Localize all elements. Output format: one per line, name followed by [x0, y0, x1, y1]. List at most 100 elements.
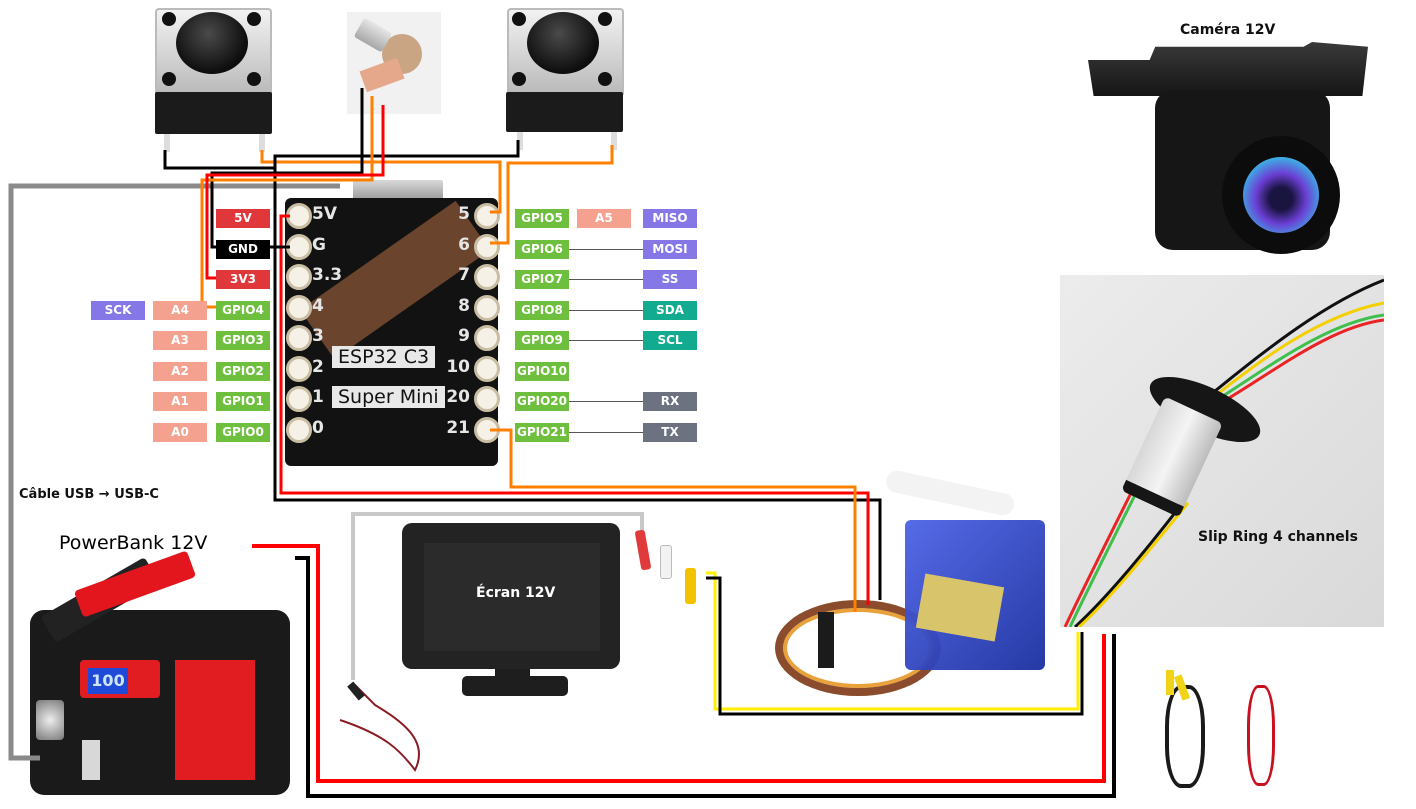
usb-c-port — [353, 180, 443, 200]
powerbank-lcd: 100 — [88, 668, 128, 694]
slip-ring — [1060, 275, 1384, 627]
pin-number: 1 — [312, 387, 324, 407]
pin-number: 9 — [458, 326, 470, 346]
pin-hole — [474, 203, 500, 229]
pin-label-right: GPIO6 — [515, 239, 569, 259]
power-plug-red — [634, 529, 652, 571]
pin-hole — [286, 386, 312, 412]
pin-lead-line — [569, 340, 644, 341]
camera-lens-icon — [1243, 157, 1319, 233]
button-pin-dot — [247, 72, 261, 86]
powerbank-red-panel — [175, 660, 255, 780]
pin-label-right: GPIO20 — [515, 392, 569, 411]
pin-hole — [286, 264, 312, 290]
button-leg — [164, 134, 170, 152]
button-pin-dot — [162, 12, 176, 26]
camera-label: Caméra 12V — [1180, 22, 1276, 38]
analog-label: A1 — [153, 392, 207, 411]
power-cable — [1245, 685, 1275, 786]
wire-button-right-signal — [490, 145, 614, 245]
slip-ring-wires — [1063, 278, 1384, 627]
potentiometer — [347, 12, 441, 114]
chip-label-line2: Super Mini — [332, 386, 445, 408]
pin-number: 10 — [446, 356, 470, 377]
function-label: MOSI — [643, 239, 697, 259]
pin-lead-line — [569, 248, 644, 250]
analog-label: A5 — [577, 209, 631, 228]
analog-label: A0 — [153, 422, 207, 442]
pin-label-left: GPIO2 — [216, 361, 270, 381]
pin-number: 8 — [458, 295, 470, 316]
pin-lead-line — [569, 401, 644, 402]
pin-number: 5 — [458, 204, 470, 224]
rca-plug-yellow — [1166, 670, 1174, 695]
pin-number: 7 — [458, 265, 470, 285]
servo-connector — [818, 612, 834, 668]
cable-coil — [1247, 685, 1275, 786]
rca-yellow-plug — [685, 568, 696, 604]
function-label: RX — [643, 392, 697, 411]
pin-number: 5V — [312, 204, 337, 224]
pin-hole — [474, 233, 500, 260]
cable-coil — [339, 681, 420, 772]
pin-hole — [474, 325, 500, 351]
usb-cable-label: Câble USB → USB-C — [19, 487, 159, 502]
analog-label: A3 — [153, 331, 207, 350]
button-pin-dot — [598, 72, 612, 86]
wire-button-left-gnd — [163, 150, 275, 170]
button-pin-dot — [162, 72, 176, 86]
pin-label-left: GPIO3 — [216, 331, 270, 350]
pin-label-left: GPIO4 — [216, 300, 270, 320]
pin-label-left: 5V — [216, 209, 270, 228]
analog-label: A4 — [153, 300, 207, 320]
pin-hole — [286, 325, 312, 351]
pin-number: 20 — [446, 387, 470, 407]
usb-port-icon — [82, 740, 100, 780]
function-label: TX — [643, 422, 697, 442]
button-leg — [611, 132, 617, 150]
pin-number: G — [312, 234, 326, 255]
button-pin-dot — [512, 72, 526, 86]
button-pin-dot — [512, 12, 526, 26]
pin-label-right: GPIO21 — [515, 422, 569, 442]
function-label: SS — [643, 270, 697, 289]
servo-horn — [884, 468, 1016, 518]
cable-coil — [1165, 685, 1205, 788]
rca-video-cable — [1160, 665, 1205, 788]
button-leg — [259, 134, 265, 152]
pin-label-right: GPIO7 — [515, 270, 569, 289]
pin-hole — [286, 233, 312, 260]
flashlight-icon — [36, 700, 64, 740]
pin-label-right: GPIO9 — [515, 331, 569, 350]
button-pin-dot — [598, 12, 612, 26]
function-label: SDA — [643, 300, 697, 320]
pin-number: 2 — [312, 356, 324, 377]
pin-hole — [474, 386, 500, 412]
pin-label-left: 3V3 — [216, 270, 270, 289]
red-clamp — [73, 550, 197, 618]
pin-label-left: GND — [216, 239, 270, 259]
pin-lead-line — [569, 431, 644, 433]
chip-label-line1: ESP32 C3 — [332, 346, 436, 368]
screen-label: Écran 12V — [476, 585, 556, 601]
button-pin-dot — [247, 12, 261, 26]
pin-number: 4 — [312, 295, 324, 316]
screen-stand — [462, 676, 568, 696]
pin-number: 3 — [312, 326, 324, 346]
function-label: MISO — [643, 209, 697, 228]
pin-number: 21 — [446, 417, 470, 438]
pin-hole — [286, 294, 312, 321]
pin-label-right: GPIO5 — [515, 209, 569, 228]
pin-number: 6 — [458, 234, 470, 255]
pin-hole — [286, 416, 312, 443]
pin-lead-line — [569, 309, 644, 311]
function-label: SCK — [91, 300, 145, 320]
pin-label-left: GPIO0 — [216, 422, 270, 442]
pin-hole — [286, 355, 312, 382]
analog-label: A2 — [153, 361, 207, 381]
button-base — [155, 92, 272, 134]
pin-hole — [474, 294, 500, 321]
slip-ring-label: Slip Ring 4 channels — [1198, 529, 1358, 545]
button-leg — [517, 132, 523, 150]
button-cap — [176, 12, 248, 74]
